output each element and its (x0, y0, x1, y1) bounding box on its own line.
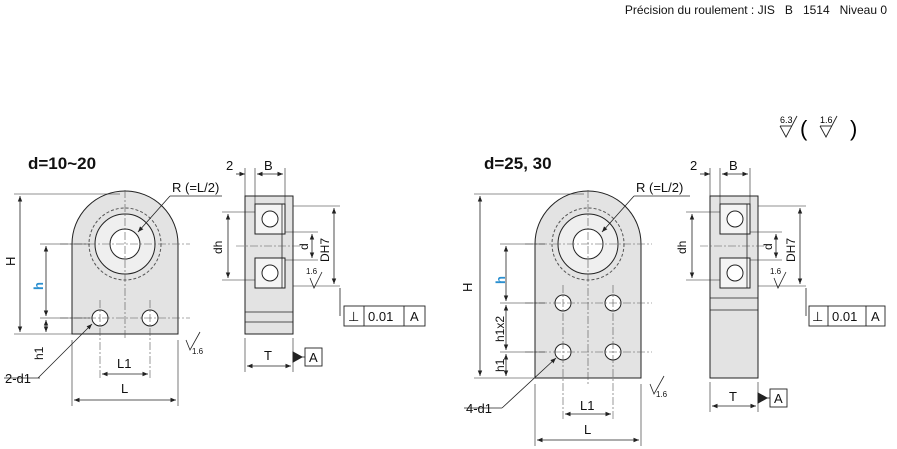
roughness-symbol-icon (819, 115, 838, 138)
right-finish-a: 1.6 (656, 390, 668, 399)
right-drawing: d=25, 30 H h h1x2 h1 (460, 154, 886, 446)
left-title: d=10~20 (28, 154, 96, 173)
right-tolerance-value: 0.01 (832, 309, 857, 324)
left-drawing: d=10~20 H h h1 L1 L (3, 154, 426, 406)
left-dim-2: 2 (226, 158, 233, 173)
paren-close: ) (850, 116, 857, 141)
left-dim-B: B (264, 158, 273, 173)
right-title: d=25, 30 (484, 154, 552, 173)
right-radius-label: R (=L/2) (636, 180, 683, 195)
left-tolerance-value: 0.01 (368, 309, 393, 324)
right-dim-h: h (493, 276, 508, 284)
left-dim-dh: dh (211, 241, 225, 254)
right-dim-L: L (584, 422, 591, 437)
right-hole-callout: 4-d1 (466, 401, 492, 416)
left-dim-D: DH7 (318, 238, 332, 262)
right-finish-b: 1.6 (770, 267, 782, 276)
right-dim-h1: h1 (493, 358, 507, 372)
right-datum-A: A (774, 391, 783, 406)
left-dim-T: T (264, 348, 272, 363)
surface-roughness-legend: 6.3 ( 1.6 ) (779, 115, 857, 141)
right-dim-T: T (729, 389, 737, 404)
left-dim-L1: L1 (117, 356, 131, 371)
paren-open: ( (800, 116, 808, 141)
right-perpendicularity-icon: ⊥ (812, 309, 823, 324)
left-datum-A: A (309, 350, 318, 365)
right-tolerance-datum: A (871, 309, 880, 324)
left-perpendicularity-icon: ⊥ (348, 309, 359, 324)
right-dim-D: DH7 (784, 238, 798, 262)
left-radius-label: R (=L/2) (172, 180, 219, 195)
left-dim-h: h (31, 282, 46, 290)
right-dim-L1: L1 (580, 398, 594, 413)
right-dim-h1x2: h1x2 (493, 316, 507, 342)
left-hole-callout: 2-d1 (5, 371, 31, 386)
roughness-value-main: 6.3 (780, 115, 793, 125)
left-dim-d: d (297, 243, 311, 250)
right-dim-dh: dh (675, 241, 689, 254)
left-dim-H: H (3, 257, 18, 266)
roughness-symbol-icon (779, 115, 798, 138)
roughness-value-alt: 1.6 (820, 115, 833, 125)
left-dim-h1: h1 (32, 346, 46, 360)
right-dim-d: d (761, 243, 775, 250)
left-tolerance-datum: A (410, 309, 419, 324)
right-dim-B: B (729, 158, 738, 173)
left-finish-a: 1.6 (192, 347, 204, 356)
right-dim-H: H (460, 283, 475, 292)
left-finish-b: 1.6 (306, 267, 318, 276)
bearing-precision-note: Précision du roulement : JIS B 1514 Nive… (624, 3, 887, 17)
right-dim-2: 2 (690, 158, 697, 173)
left-dim-L: L (121, 381, 128, 396)
